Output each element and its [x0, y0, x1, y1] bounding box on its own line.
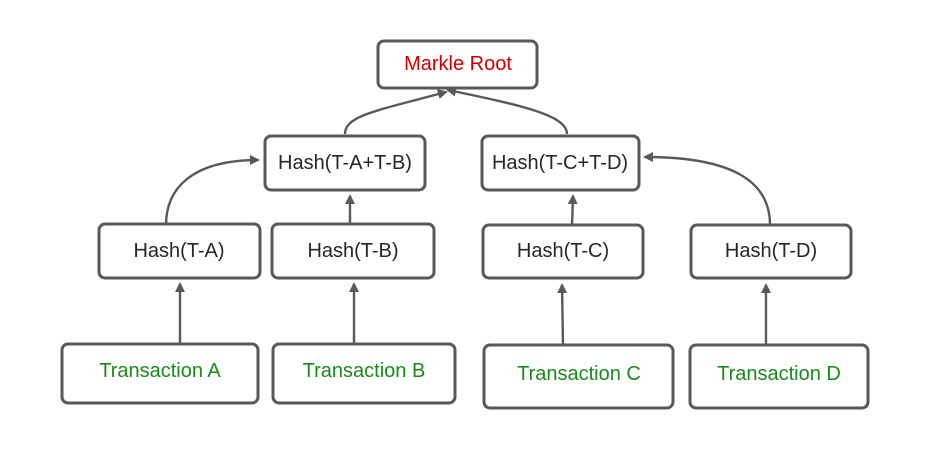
node-box — [271, 342, 457, 405]
node-box — [481, 223, 645, 280]
node-box — [482, 343, 675, 410]
node-label: Hash(T-C) — [517, 240, 609, 262]
node-box — [376, 39, 539, 90]
node-transaction-b: Transaction B — [271, 342, 457, 405]
edge-tx-c-to-hash-c — [557, 283, 568, 346]
node-transaction-d: Transaction D — [688, 343, 870, 410]
node-box — [60, 342, 260, 405]
node-label: Hash(T-A) — [133, 240, 224, 262]
node-markle-root: Markle Root — [376, 39, 539, 90]
edge-hash-cd-to-root — [446, 86, 569, 135]
edge-hash-d-to-hash-cd — [643, 152, 772, 226]
node-label: Transaction B — [303, 360, 426, 382]
node-hash-a: Hash(T-A) — [97, 222, 262, 280]
node-hash-c: Hash(T-C) — [481, 223, 645, 280]
node-hash-b: Hash(T-B) — [270, 222, 436, 280]
node-label: Hash(T-D) — [725, 240, 817, 262]
edge-hash-ab-to-root — [343, 89, 448, 135]
node-label: Transaction D — [717, 363, 841, 385]
edge-hash-a-to-hash-ab — [164, 155, 260, 226]
node-label: Hash(T-B) — [307, 240, 398, 262]
edges — [164, 86, 772, 346]
node-box — [480, 134, 641, 192]
node-label: Markle Root — [404, 53, 512, 75]
node-transaction-c: Transaction C — [482, 343, 675, 410]
node-hash-ab: Hash(T-A+T-B) — [263, 134, 427, 192]
node-box — [688, 343, 870, 410]
node-label: Transaction C — [517, 363, 641, 385]
node-box — [689, 223, 853, 280]
node-label: Hash(T-A+T-B) — [278, 152, 412, 174]
node-label: Hash(T-C+T-D) — [492, 152, 628, 174]
edge-hash-c-to-hash-cd — [567, 194, 578, 226]
node-box — [97, 222, 262, 280]
node-box — [263, 134, 427, 192]
node-box — [270, 222, 436, 280]
node-hash-cd: Hash(T-C+T-D) — [480, 134, 641, 192]
node-hash-d: Hash(T-D) — [689, 223, 853, 280]
node-label: Transaction A — [99, 360, 221, 382]
node-transaction-a: Transaction A — [60, 342, 260, 405]
